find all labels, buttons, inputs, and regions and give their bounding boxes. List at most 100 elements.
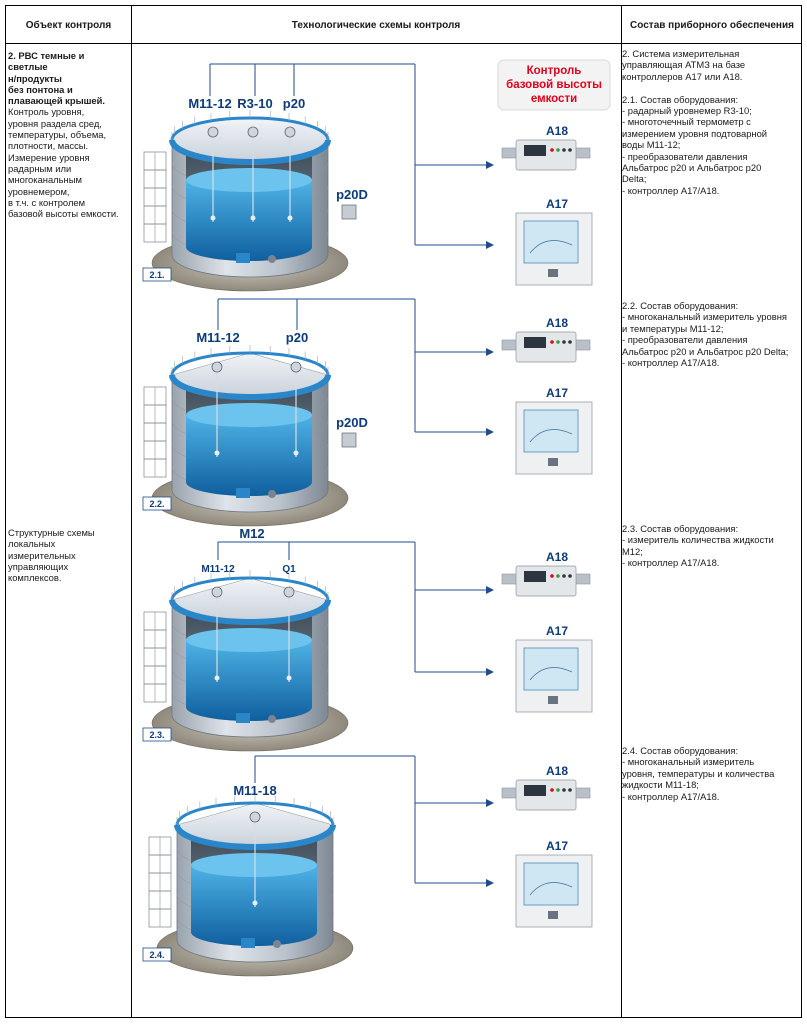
equipment-line: - преобразователи давления xyxy=(622,334,748,346)
liquid-surface xyxy=(186,628,312,652)
equipment-line: - контроллер А17/А18. xyxy=(622,790,720,802)
column-divider-2 xyxy=(621,6,622,1017)
sensor-label: M11-18 xyxy=(233,783,276,798)
controller-a17-label: A17 xyxy=(546,624,568,638)
equipment-line: - радарный уровнемер R3-10; xyxy=(622,105,752,117)
pressure-sensor xyxy=(341,432,357,448)
probe-float xyxy=(250,215,256,221)
nozzle xyxy=(241,938,255,948)
scheme-badge-label: 2.2. xyxy=(149,499,164,509)
scheme-badge xyxy=(142,947,172,962)
top-label: M12 xyxy=(239,526,264,541)
object-title-line: н/продукты xyxy=(8,72,62,84)
manhole xyxy=(268,715,276,723)
equipment-line: воды М11-12; xyxy=(622,139,681,151)
a17-screen xyxy=(523,409,579,453)
sensor-head xyxy=(284,126,296,138)
manhole xyxy=(268,255,276,263)
scheme-badge-label: 2.3. xyxy=(149,730,164,740)
a18-display xyxy=(524,145,546,156)
nozzle xyxy=(236,253,250,263)
a17-button xyxy=(548,911,558,919)
probe-float xyxy=(287,215,293,221)
equipment-line: измерением уровня подтоварной xyxy=(622,127,768,139)
scheme-badge xyxy=(142,496,172,511)
sensor-label: Q1 xyxy=(282,564,296,575)
object-title-line: плавающей крышей. xyxy=(8,95,106,107)
a17-screen xyxy=(523,647,579,691)
equipment-2-2: 2.2. Состав оборудования:- многоканальны… xyxy=(622,300,792,368)
a17-screen xyxy=(523,220,579,264)
scheme-badge-label: 2.4. xyxy=(149,950,164,960)
object-title-line: 2. РВС темные и xyxy=(8,50,85,61)
tank-liquid xyxy=(186,640,312,721)
object-desc-line: в т.ч. с контролем xyxy=(8,196,86,208)
probe-float xyxy=(210,215,216,221)
object-title-line: без понтона и xyxy=(8,83,73,95)
equipment-line: - измеритель количества жидкости xyxy=(622,534,774,546)
equipment-line: 2.1. Состав оборудования: xyxy=(622,93,739,105)
controller-a17-label: A17 xyxy=(546,197,568,211)
controller-a18-label: A18 xyxy=(546,550,568,564)
highlight-line-1: Контроль xyxy=(527,65,582,77)
sensor-label: p20 xyxy=(283,96,305,111)
equipment-line: управляющая АТМЗ на базе xyxy=(622,59,746,71)
object-desc-line: уровня раздела сред, xyxy=(8,117,102,129)
probe-float xyxy=(214,675,220,681)
equipment-line: 2.3. Состав оборудования: xyxy=(622,523,739,534)
controller-a17-label: A17 xyxy=(546,839,568,853)
object-desc-line: многоканальным xyxy=(8,174,82,186)
sensor-label: p20 xyxy=(286,330,308,345)
scheme-badge-label: 2.1. xyxy=(149,270,164,280)
pressure-sensor xyxy=(341,204,357,220)
object-desc-line: базовой высоты емкости. xyxy=(8,208,119,220)
sensor-head xyxy=(207,126,219,138)
equipment-2-3: 2.3. Состав оборудования:- измеритель ко… xyxy=(622,523,792,569)
equipment-line: Альбатрос р20 и Альбатрос р20 Delta; xyxy=(622,345,789,357)
equipment-line: - многоканальный измеритель уровня xyxy=(622,311,787,323)
tank-rim xyxy=(169,139,331,165)
scheme-badge xyxy=(142,267,172,282)
tank-liquid xyxy=(186,180,312,261)
equipment-line: 2.4. Состав оборудования: xyxy=(622,745,739,756)
highlight-line-2: базовой высоты xyxy=(506,79,602,91)
a18-display xyxy=(524,337,546,348)
nozzle xyxy=(236,713,250,723)
manhole xyxy=(273,940,281,948)
sensor-head xyxy=(211,586,223,598)
structural-line: управляющих xyxy=(8,560,69,572)
sensor-label: R3-10 xyxy=(237,96,272,111)
structural-line: измерительных xyxy=(8,549,76,561)
equipment-line: контроллеров А17 или А18. xyxy=(622,70,743,82)
structural-line: комплексов. xyxy=(8,572,62,584)
sensor-head xyxy=(290,361,302,373)
liquid-surface xyxy=(186,403,312,427)
probe-float xyxy=(286,675,292,681)
base-height-highlight: Контроль базовой высоты емкости xyxy=(497,59,611,111)
a17-button xyxy=(548,269,558,277)
equipment-line: и температуры М11-12; xyxy=(622,322,724,334)
sensor-label: M11-12 xyxy=(201,564,235,575)
a18-display xyxy=(524,571,546,582)
controller-a18-label: A18 xyxy=(546,764,568,778)
equipment-line: - многоточечный термометр с xyxy=(622,116,751,128)
equipment-line: - контроллер А17/А18. xyxy=(622,184,720,196)
object-title-line: светлые xyxy=(8,61,48,73)
scheme-badge xyxy=(142,727,172,742)
equipment-2-4: 2.4. Состав оборудования:- многоканальны… xyxy=(622,745,792,802)
equipment-line: уровня, температуры и количества xyxy=(622,767,775,779)
header-object: Объект контроля xyxy=(25,19,112,31)
table-header: Объект контроля Технологические схемы ко… xyxy=(6,6,801,44)
a17-button xyxy=(548,696,558,704)
equipment-line: 2.2. Состав оборудования: xyxy=(622,300,739,311)
side-sensor-label: p20D xyxy=(336,187,368,202)
tank-rim xyxy=(169,599,331,625)
liquid-surface xyxy=(191,853,317,877)
probe-float xyxy=(252,900,258,906)
header-schemes: Технологические схемы контроля xyxy=(291,19,461,31)
